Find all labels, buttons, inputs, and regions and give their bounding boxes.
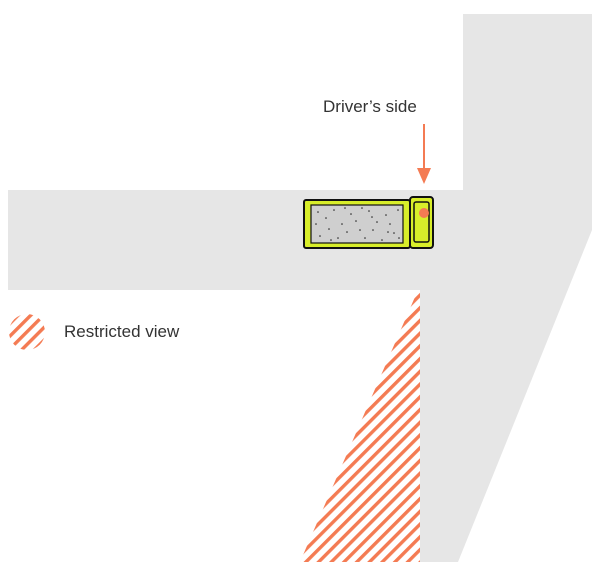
legend-swatch xyxy=(9,314,45,350)
driver-position-dot xyxy=(419,208,429,218)
driver-side-arrow xyxy=(417,124,431,184)
driver-side-label: Driver’s side xyxy=(323,97,417,117)
road xyxy=(8,14,592,562)
legend-label: Restricted view xyxy=(64,322,179,342)
truck-cab-window xyxy=(414,202,429,242)
restricted-view-zone xyxy=(300,290,420,562)
truck xyxy=(304,197,433,248)
